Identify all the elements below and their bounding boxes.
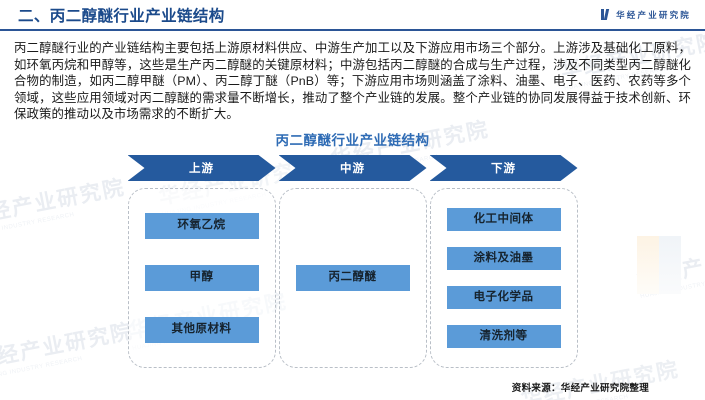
stage-column-row: 环氧乙烷 甲醇 其他原材料 丙二醇醚 化工中间体 涂料及油墨 电子化学品 清洗剂… xyxy=(127,187,578,368)
page-header: 二、丙二醇醚行业产业链结构 华经产业研究院 xyxy=(0,0,705,31)
stage-banner-label: 中游 xyxy=(340,162,365,175)
chain-node: 涂料及油墨 xyxy=(446,246,561,271)
stage-column-upstream: 环氧乙烷 甲醇 其他原材料 xyxy=(127,187,276,368)
brand-name: 华经产业研究院 xyxy=(616,9,691,20)
stage-banner-label: 下游 xyxy=(491,162,516,175)
stage-banner-label: 上游 xyxy=(189,162,214,175)
brand-logo: 华经产业研究院 xyxy=(601,9,691,21)
stage-banner-row: 上游 中游 下游 xyxy=(128,155,578,181)
chain-node: 电子化学品 xyxy=(446,285,561,310)
source-note: 资料来源：华经产业研究院整理 xyxy=(511,383,649,394)
stage-banner-midstream: 中游 xyxy=(279,155,427,181)
stage-column-downstream: 化工中间体 涂料及油墨 电子化学品 清洗剂等 xyxy=(429,187,578,368)
industry-chain-figure: 丙二醇醚行业产业链结构 上游 中游 下游 环氧乙烷 甲醇 其他原材料 丙二醇醚 … xyxy=(0,129,705,379)
figure-title: 丙二醇醚行业产业链结构 xyxy=(275,132,430,148)
chain-node: 化工中间体 xyxy=(446,207,561,232)
chain-node: 其他原材料 xyxy=(144,317,259,343)
chain-node: 环氧乙烷 xyxy=(144,213,259,239)
stage-banner-downstream: 下游 xyxy=(430,155,578,181)
stage-banner-upstream: 上游 xyxy=(128,155,276,181)
brand-mark-icon xyxy=(601,9,611,20)
chain-node: 甲醇 xyxy=(144,265,259,291)
chain-node: 丙二醇醚 xyxy=(295,265,410,291)
chain-node: 清洗剂等 xyxy=(446,324,561,349)
body-paragraph: 丙二醇醚行业的产业链结构主要包括上游原材料供应、中游生产加工以及下游应用市场三个… xyxy=(14,41,691,122)
stage-column-midstream: 丙二醇醚 xyxy=(278,187,427,368)
page-title: 二、丙二醇醚行业产业链结构 xyxy=(18,7,225,25)
